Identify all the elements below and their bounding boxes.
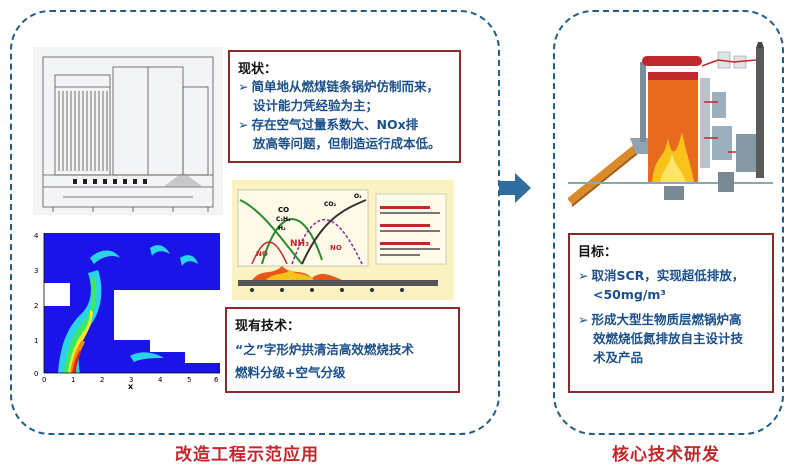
- right-panel-caption: 核心技术研发: [612, 445, 720, 465]
- biomass-boiler-illustration: [568, 42, 773, 210]
- right-panel-frame: [553, 10, 784, 435]
- chevron-right-icon: ➢: [238, 79, 249, 94]
- existing-tech-line-1: “之”字形炉拱清洁高效燃烧技术: [235, 342, 414, 357]
- target-bullet-1-line-2: <50mg/m³: [593, 287, 666, 302]
- y-tick: 1: [34, 337, 38, 345]
- target-bullet-2-line-1: 形成大型生物质层燃锅炉高: [591, 312, 742, 327]
- existing-tech-line-2: 燃料分级+空气分级: [235, 365, 346, 380]
- target-heading: 目标：: [578, 245, 618, 260]
- nh3-label: NH₃: [290, 239, 309, 249]
- right-arrow-icon: [497, 170, 533, 206]
- existing-tech-heading: 现有技术：: [235, 319, 301, 334]
- y-tick: 0: [34, 370, 38, 378]
- x-axis-label: x: [128, 382, 134, 390]
- status-bullet-2-line-2: 放高等问题，但制造运行成本低。: [253, 136, 441, 151]
- cfd-contour-plot: 4 3 2 1 0 0 1 2 3 4 5 6 x: [30, 228, 225, 390]
- x-tick: 4: [158, 376, 163, 384]
- x-tick: 5: [187, 376, 191, 384]
- x-tick: 6: [214, 376, 219, 384]
- x-tick: 2: [100, 376, 104, 384]
- target-bullet-2-line-3: 术及产品: [593, 350, 644, 365]
- left-panel-frame: [10, 10, 500, 435]
- left-panel-caption: 改造工程示范应用: [175, 445, 319, 465]
- target-bullet-1-line-1: 取消SCR，实现超低排放，: [591, 268, 745, 283]
- y-tick: 2: [34, 302, 38, 310]
- y-tick: 3: [34, 267, 38, 275]
- species-label: CO: [278, 206, 289, 214]
- chevron-right-icon: ➢: [578, 312, 589, 327]
- status-heading: 现状：: [238, 62, 278, 77]
- species-label: NO: [256, 250, 268, 258]
- no-label: NO: [330, 244, 342, 252]
- status-box: 现状： ➢简单地从燃煤链条锅炉仿制而来， 设计能力凭经验为主； ➢存在空气过量系…: [228, 50, 461, 163]
- existing-tech-box: 现有技术： “之”字形炉拱清洁高效燃烧技术 燃料分级+空气分级: [225, 307, 460, 393]
- species-label: CO₂: [324, 201, 337, 208]
- species-label: C₂H₄: [276, 216, 291, 223]
- boiler-drawing: [33, 47, 223, 215]
- status-bullet-1-line-1: 简单地从燃煤链条锅炉仿制而来，: [251, 79, 439, 94]
- species-label: O₂: [354, 193, 362, 200]
- combustion-zone-chart: CO C₂H₄ H₂ CO₂ O₂ NO NH₃ NO: [232, 180, 454, 300]
- x-tick: 1: [71, 376, 75, 384]
- x-tick: 3: [129, 376, 133, 384]
- status-bullet-2-line-1: 存在空气过量系数大、NOx排: [251, 117, 419, 132]
- target-box: 目标： ➢取消SCR，实现超低排放， <50mg/m³ ➢形成大型生物质层燃锅炉…: [568, 233, 774, 393]
- status-bullet-1-line-2: 设计能力凭经验为主；: [253, 98, 379, 113]
- species-label: H₂: [278, 225, 286, 232]
- chevron-right-icon: ➢: [238, 117, 249, 132]
- target-bullet-2-line-2: 效燃烧低氮排放自主设计技: [593, 331, 744, 346]
- chevron-right-icon: ➢: [578, 268, 589, 283]
- x-tick: 0: [42, 376, 46, 384]
- y-tick: 4: [34, 232, 39, 240]
